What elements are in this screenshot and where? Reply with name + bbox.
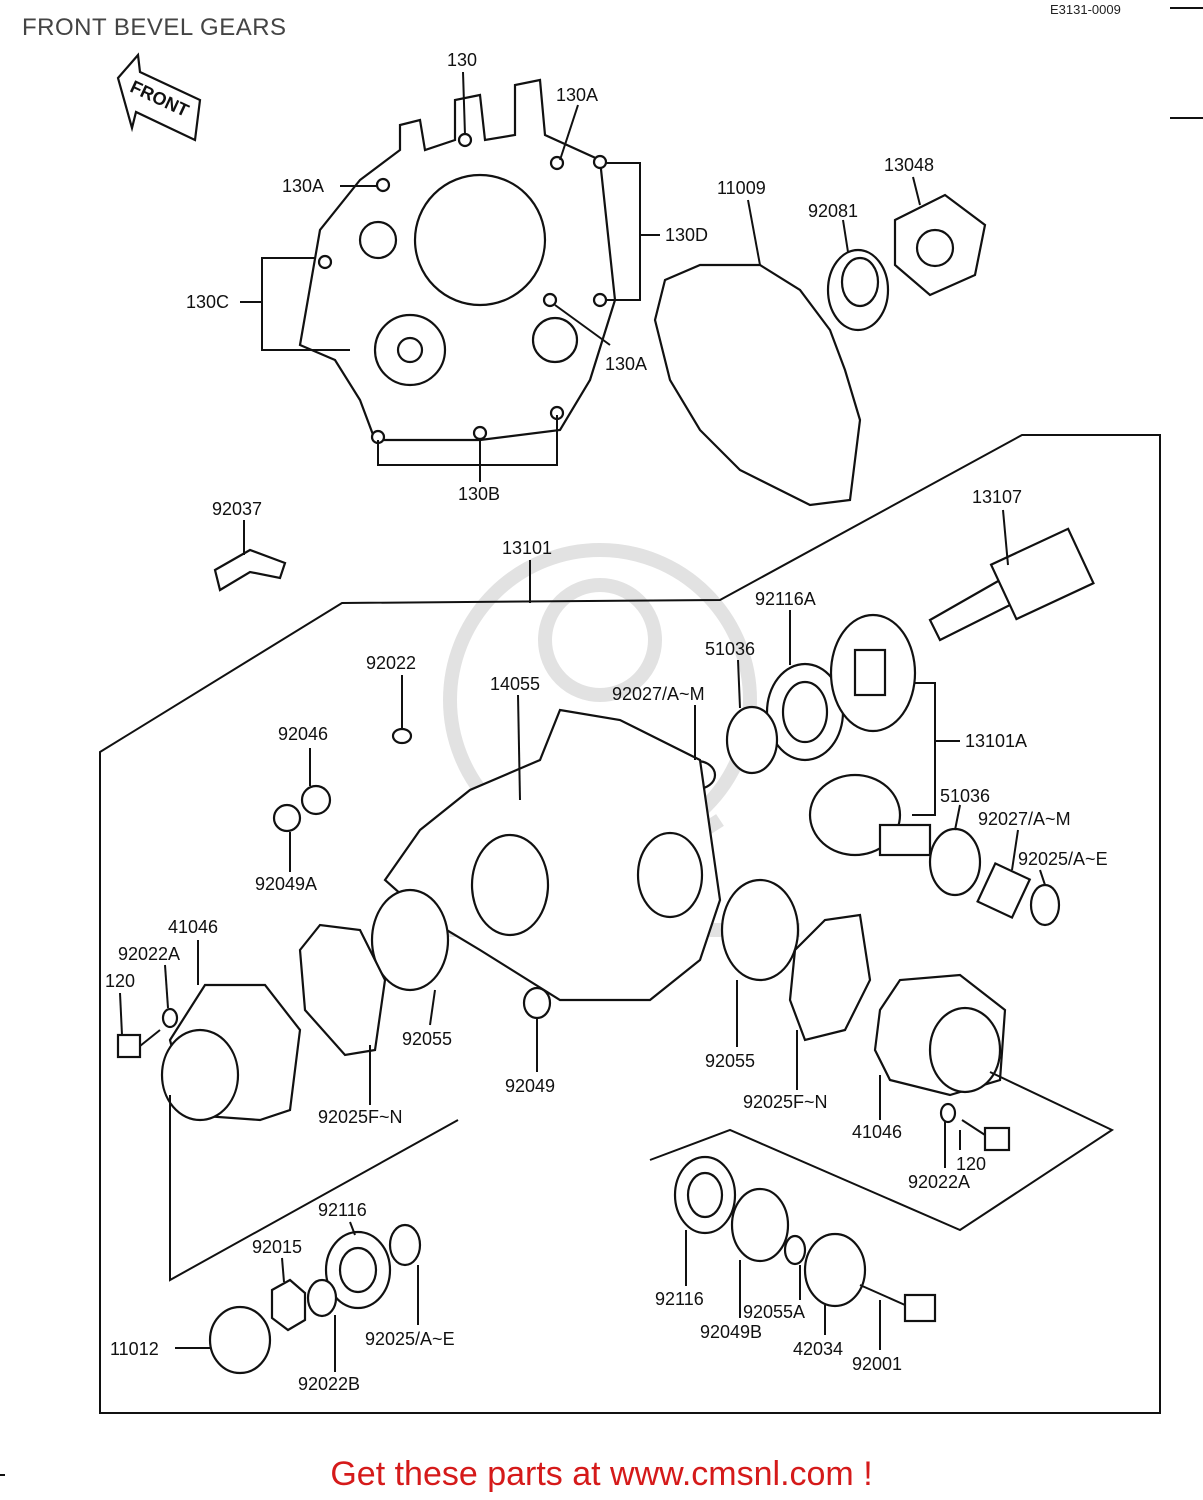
callout-130: 130: [447, 50, 477, 70]
callout-92025-ae-right: 92025/A~E: [1018, 849, 1108, 869]
callout-92022: 92022: [366, 653, 416, 673]
callout-42034: 42034: [793, 1339, 843, 1359]
leader-lines: [119, 71, 1046, 1372]
callout-92022a-left: 92022A: [118, 944, 180, 964]
part-13101a-gear: [808, 613, 932, 857]
callout-92049a: 92049A: [255, 874, 317, 894]
part-13107: [928, 527, 1095, 642]
callout-13048: 13048: [884, 155, 934, 175]
callout-120-right: 120: [956, 1154, 986, 1174]
callout-92049b: 92049B: [700, 1322, 762, 1342]
part-92046: [272, 784, 332, 833]
part-92025-ae-right: [1029, 883, 1061, 927]
part-92116-left: [324, 1230, 392, 1310]
callout-92027-mid: 92027/A~M: [978, 809, 1071, 829]
callout-11009: 11009: [717, 178, 766, 198]
callout-92037: 92037: [212, 499, 262, 519]
callout-labels: 130 130A 130A 130D 130C 130A 130B 11009 …: [105, 50, 1108, 1394]
callout-92116-right: 92116: [655, 1289, 704, 1309]
bolt-120-right: [939, 1102, 1011, 1152]
callout-130a-left: 130A: [282, 176, 324, 196]
callout-14055: 14055: [490, 674, 540, 694]
callout-130b: 130B: [458, 484, 500, 504]
callout-130a-right: 130A: [605, 354, 647, 374]
cover-bolt-holes: [317, 132, 608, 445]
assembly-outline: [99, 434, 1161, 1414]
gear-case-14055: [383, 708, 722, 1002]
callout-130c: 130C: [186, 292, 229, 312]
part-13048: [893, 193, 987, 297]
housing-41046-right: [873, 973, 1007, 1097]
callout-130d: 130D: [665, 225, 708, 245]
callout-120-left: 120: [105, 971, 135, 991]
corner-marks: [0, 7, 1203, 1476]
callout-92022a-right: 92022A: [908, 1172, 970, 1192]
crankcase-housing: [298, 78, 617, 445]
part-92037: [213, 548, 287, 592]
callout-11012: 11012: [110, 1339, 159, 1359]
callout-92116a: 92116A: [755, 589, 816, 609]
o-ring-92055-right: [720, 878, 800, 982]
callout-92055a: 92055A: [743, 1302, 805, 1322]
callout-92015: 92015: [252, 1237, 302, 1257]
diagram-title: FRONT BEVEL GEARS: [22, 14, 287, 41]
part-92055a: [783, 1234, 807, 1266]
callout-13101: 13101: [502, 538, 552, 558]
callout-51036-top: 51036: [705, 639, 755, 659]
callout-13107: 13107: [972, 487, 1022, 507]
part-92022: [391, 727, 413, 745]
callout-92081: 92081: [808, 201, 858, 221]
callout-92025-ae-left: 92025/A~E: [365, 1329, 455, 1349]
callout-92055-left: 92055: [402, 1029, 452, 1049]
part-92081: [826, 248, 890, 332]
gear-42034: [803, 1232, 867, 1308]
part-92049: [522, 986, 552, 1020]
callout-92025fn-right: 92025F~N: [743, 1092, 828, 1112]
part-51036-top: [725, 705, 779, 775]
callout-92046: 92046: [278, 724, 328, 744]
part-92116a: [765, 662, 845, 762]
part-92116-right: [673, 1155, 737, 1235]
footer-link-text[interactable]: Get these parts at www.cmsnl.com !: [330, 1455, 873, 1493]
washer-92022b: [306, 1278, 338, 1318]
part-92049b: [730, 1187, 790, 1263]
lower-left-group: [169, 1095, 459, 1282]
gasket-92025fn-right: [788, 913, 872, 1042]
gasket-11009: [653, 263, 862, 507]
o-ring-92055-left: [370, 888, 450, 992]
bolt-120-left: [116, 1007, 179, 1059]
callout-92001: 92001: [852, 1354, 902, 1374]
bolt-92001: [859, 1284, 937, 1323]
part-51036-mid: [928, 827, 982, 897]
callout-13101a: 13101A: [965, 731, 1027, 751]
lower-right-group: [649, 1071, 1115, 1232]
callout-92025fn-left: 92025F~N: [318, 1107, 403, 1127]
callout-92055-right: 92055: [705, 1051, 755, 1071]
callout-92027-top: 92027/A~M: [612, 684, 705, 704]
callout-51036-mid: 51036: [940, 786, 990, 806]
gasket-92025fn-left: [298, 923, 387, 1057]
cap-11012: [208, 1305, 272, 1375]
callout-41046-right: 41046: [852, 1122, 902, 1142]
callout-92022b: 92022B: [298, 1374, 360, 1394]
nut-92015: [270, 1278, 307, 1332]
callout-92049: 92049: [505, 1076, 555, 1096]
callout-41046-left: 41046: [168, 917, 218, 937]
front-arrow: FRONT: [116, 52, 202, 142]
diagram-code: E3131-0009: [1050, 2, 1121, 17]
part-92027-mid: [976, 861, 1032, 920]
callout-130a-top: 130A: [556, 85, 598, 105]
housing-41046-left: [160, 983, 302, 1122]
callout-92116-left: 92116: [318, 1200, 367, 1220]
part-92025-ae-left: [388, 1223, 422, 1267]
